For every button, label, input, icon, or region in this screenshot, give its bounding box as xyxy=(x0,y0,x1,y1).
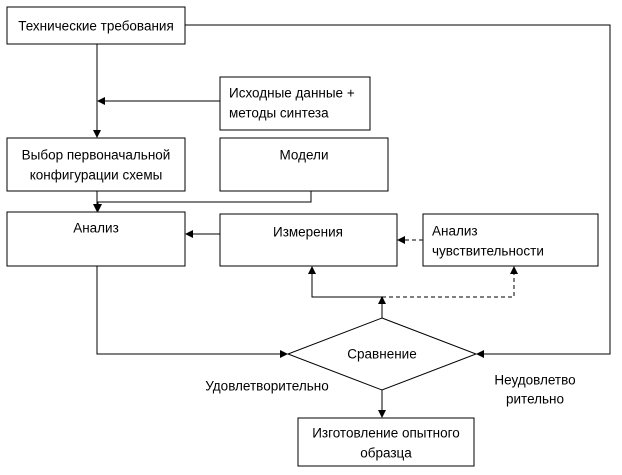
analysis-label: Анализ xyxy=(73,221,119,236)
initial-config-box xyxy=(6,137,186,192)
arrow-to-sensitivity xyxy=(382,266,518,298)
initial-config-label-line1: Выбор первоначальной xyxy=(22,148,171,163)
sensitivity-box xyxy=(422,213,599,267)
models-label: Модели xyxy=(280,148,329,163)
unsatisfactory-label-line2: рительно xyxy=(506,392,564,407)
arrow-models-to-analysis xyxy=(94,191,312,212)
unsatisfactory-label-line1: Неудовлетво xyxy=(494,373,575,388)
analysis-box xyxy=(6,211,186,267)
sensitivity-label-line1: Анализ xyxy=(432,224,478,239)
measurements-label: Измерения xyxy=(273,225,343,240)
arrow-analysis-to-comparison xyxy=(96,266,288,358)
measurements-box xyxy=(219,213,398,267)
prototype-box xyxy=(297,417,475,467)
arrow-requirements-to-comparison xyxy=(185,24,611,358)
source-data-label-line1: Исходные данные + xyxy=(229,86,355,101)
source-data-label-line2: методы синтеза xyxy=(229,106,329,121)
sensitivity-label-line2: чувствительности xyxy=(432,244,544,259)
arrow-to-measurements xyxy=(308,266,382,298)
satisfactory-label: Удовлетворительно xyxy=(205,379,328,394)
initial-config-label-line2: конфигурации схемы xyxy=(30,168,163,183)
prototype-label-line1: Изготовление опытного xyxy=(312,426,460,441)
prototype-label-line2: образца xyxy=(360,446,412,461)
models-box xyxy=(219,137,389,192)
tech-requirements-box xyxy=(6,6,186,45)
comparison-label: Сравнение xyxy=(347,347,416,362)
tech-requirements-label: Технические требования xyxy=(18,19,174,34)
source-data-box xyxy=(219,76,371,131)
